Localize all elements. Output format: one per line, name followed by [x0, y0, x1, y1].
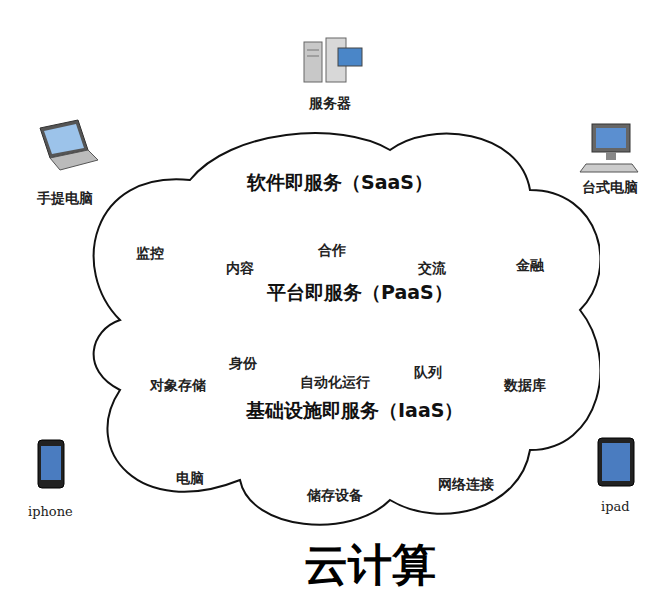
- icon-label: 内容: [226, 260, 254, 277]
- icon-label: 服务器: [309, 95, 351, 112]
- icon-label: 身份: [229, 355, 257, 372]
- layer-heading: 软件即服务（SaaS）: [247, 171, 433, 194]
- tablet-icon: [598, 438, 634, 486]
- layer-heading: 基础设施即服务（IaaS）: [246, 399, 463, 422]
- icon-label: 交流: [418, 260, 446, 277]
- icon-label: 监控: [136, 245, 164, 262]
- icon-label: 储存设备: [307, 487, 363, 504]
- icon-label: 队列: [414, 364, 442, 381]
- server-icon: [304, 38, 362, 82]
- laptop-icon: [40, 120, 98, 170]
- icon-label: 金融: [516, 257, 544, 274]
- layer-heading: 平台即服务（PaaS）: [267, 281, 453, 304]
- icon-label: 电脑: [176, 470, 204, 487]
- icon-label: 对象存储: [150, 377, 206, 394]
- phone-icon: [38, 440, 64, 488]
- icon-label: 自动化运行: [300, 374, 370, 391]
- icon-label: 台式电脑: [582, 179, 638, 196]
- icon-label: ipad: [601, 499, 630, 515]
- icon-label: 合作: [318, 242, 346, 259]
- icon-label: iphone: [28, 504, 73, 520]
- cloud-region: 软件即服务（SaaS） 平台即服务（PaaS） 基础设施即服务（IaaS）: [80, 120, 600, 540]
- desktop-icon: [580, 124, 638, 172]
- icon-label: 手提电脑: [37, 190, 93, 207]
- diagram-title: 云计算: [304, 539, 436, 592]
- icon-label: 网络连接: [438, 476, 494, 493]
- icon-label: 数据库: [504, 377, 546, 394]
